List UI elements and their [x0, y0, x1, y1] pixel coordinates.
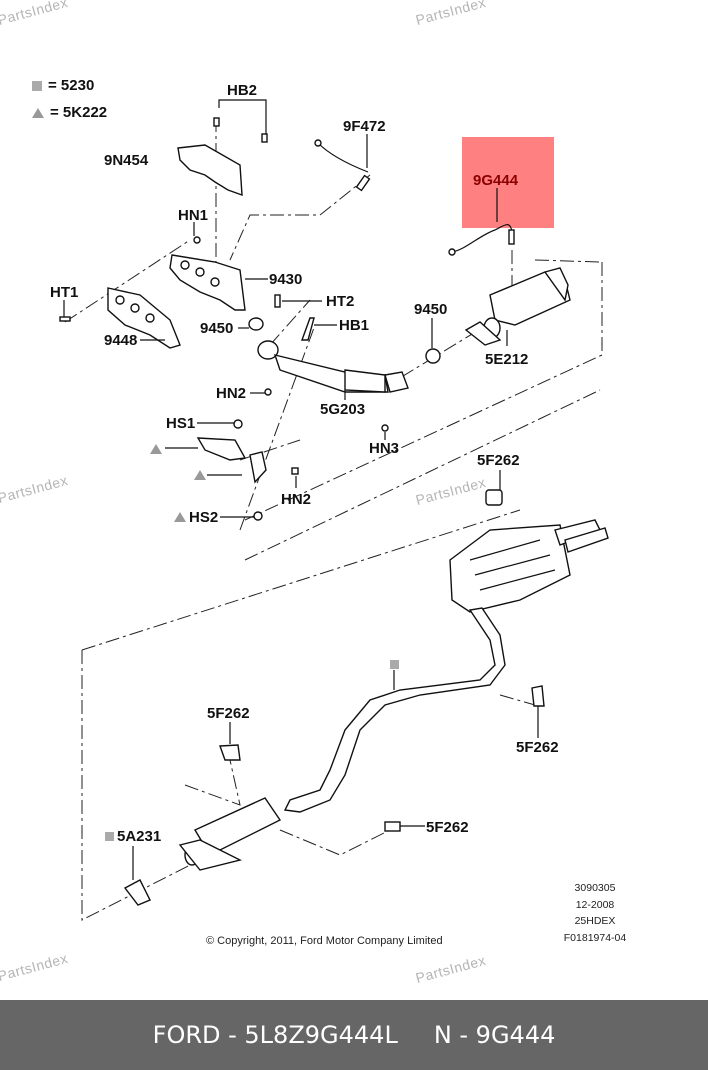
meta-line-1: 3090305	[574, 882, 616, 894]
callout-hb1[interactable]: HB1	[339, 317, 370, 334]
callout-5f262-left[interactable]: 5F262	[207, 705, 250, 722]
callout-5f262-bottom[interactable]: 5F262	[426, 819, 469, 836]
meta-line-4: F0181974-04	[563, 931, 627, 944]
callout-9n454[interactable]: 9N454	[104, 152, 149, 169]
callout-5f262-top[interactable]: 5F262	[477, 452, 520, 469]
parts-diagram: = 5230 = 5K222 HB2 9N454 9F472 9G444 HN1…	[0, 0, 650, 986]
exhaust-line-art	[59, 99, 609, 921]
callout-9450-left[interactable]: 9450	[200, 320, 234, 337]
callout-9f472[interactable]: 9F472	[343, 118, 386, 135]
legend-item-5230: = 5230	[32, 77, 94, 94]
callout-hs1[interactable]: HS1	[166, 415, 196, 432]
footer-bar: FORD - 5L8Z9G444L N - 9G444	[0, 1000, 708, 1070]
callout-9450-right[interactable]: 9450	[414, 301, 448, 318]
callout-9g444[interactable]: 9G444	[473, 172, 519, 189]
callout-hn3[interactable]: HN3	[369, 440, 400, 457]
footer-part-number: FORD - 5L8Z9G444L	[152, 1021, 398, 1049]
callout-5e212[interactable]: 5E212	[485, 351, 529, 368]
callout-hn1[interactable]: HN1	[178, 207, 209, 224]
square-marker-icon	[32, 80, 42, 91]
copyright: © Copyright, 2011, Ford Motor Company Li…	[206, 935, 443, 947]
callout-hn2-lower[interactable]: HN2	[281, 491, 312, 508]
highlight-box	[462, 137, 554, 228]
triangle-marker-icon	[32, 107, 44, 118]
callout-hn2-upper[interactable]: HN2	[216, 385, 247, 402]
footer-reference: N - 9G444	[433, 1021, 556, 1049]
callout-ht1[interactable]: HT1	[50, 284, 79, 301]
diagram-meta: 3090305 12-2008 25HDEX F0181974-04	[540, 880, 650, 946]
callout-hb2[interactable]: HB2	[227, 82, 258, 99]
callout-5g203[interactable]: 5G203	[320, 401, 366, 418]
meta-line-3: 25HDEX	[574, 915, 616, 927]
meta-line-2: 12-2008	[575, 898, 615, 911]
callout-5a231[interactable]: 5A231	[117, 828, 162, 845]
callout-9448[interactable]: 9448	[104, 332, 138, 349]
callout-hs2[interactable]: HS2	[189, 509, 219, 526]
callout-9430[interactable]: 9430	[269, 271, 303, 288]
callout-ht2[interactable]: HT2	[326, 293, 355, 310]
legend-item-5k222: = 5K222	[32, 104, 107, 121]
callout-5f262-right[interactable]: 5F262	[516, 739, 559, 756]
